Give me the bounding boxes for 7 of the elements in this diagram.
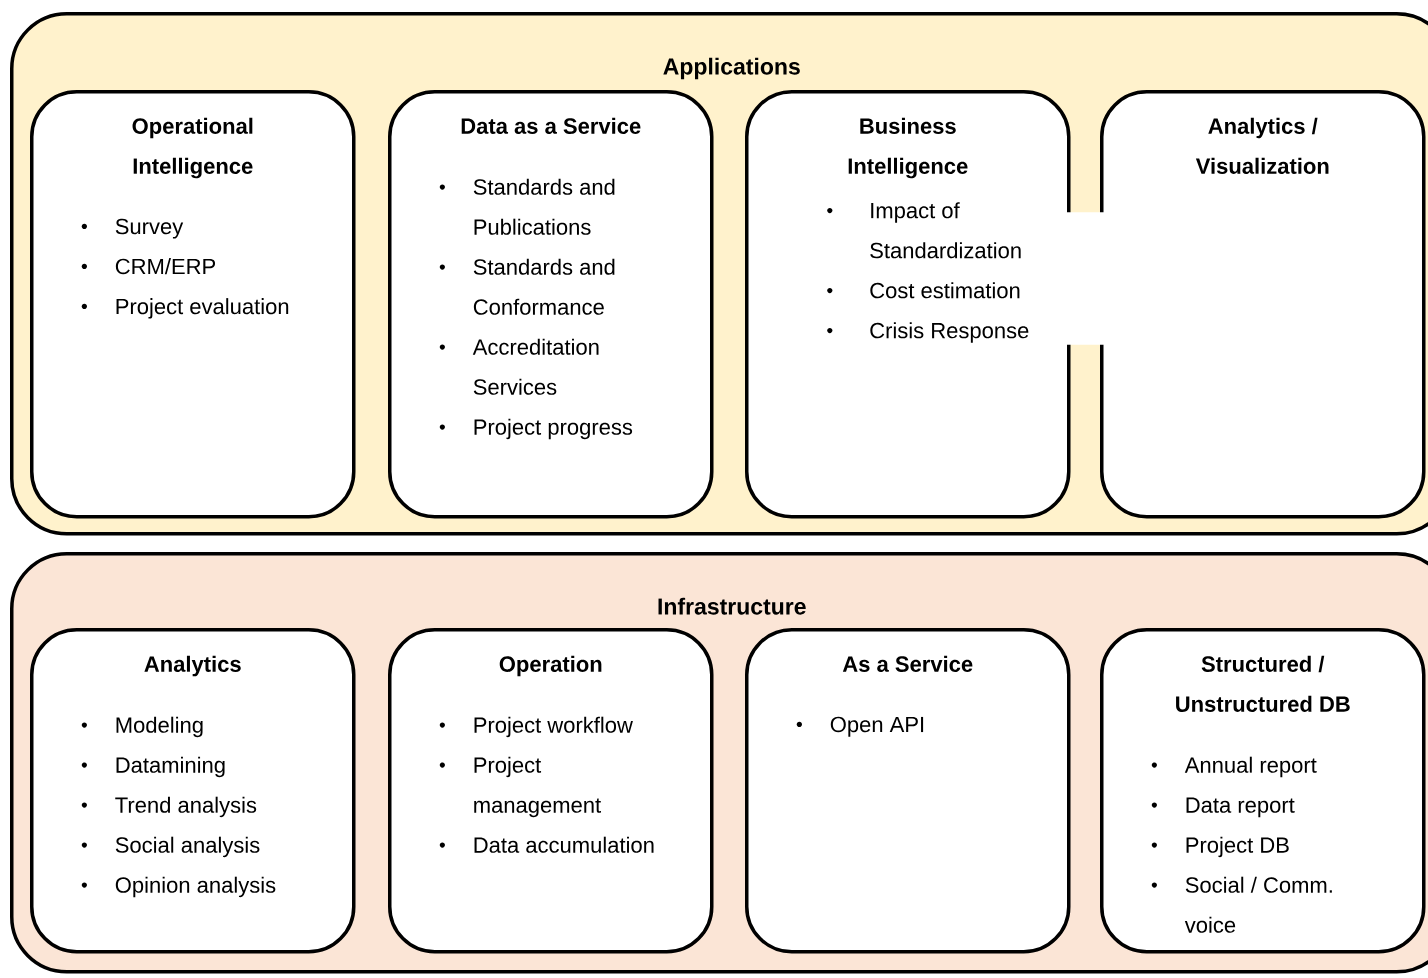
category-box: Analytics Modeling Datamining Trend analysis Social analysis Opinion analysis xyxy=(30,628,356,954)
category-box: Operational Intelligence Survey CRM/ERP Project evaluation xyxy=(30,90,356,519)
category-box: Analytics / Visualization xyxy=(1100,90,1426,519)
category-box: Operation Project workflow Project management Data accumulation xyxy=(388,628,714,954)
category-box: As a Service Open API xyxy=(745,628,1071,954)
category-box: Data as a Service Standards and Publications Standards and Conformance Accreditation Services Project progress xyxy=(388,90,714,519)
category-box: Structured / Unstructured DB Annual report Data report Project DB Social / Comm. voice xyxy=(1100,628,1426,954)
